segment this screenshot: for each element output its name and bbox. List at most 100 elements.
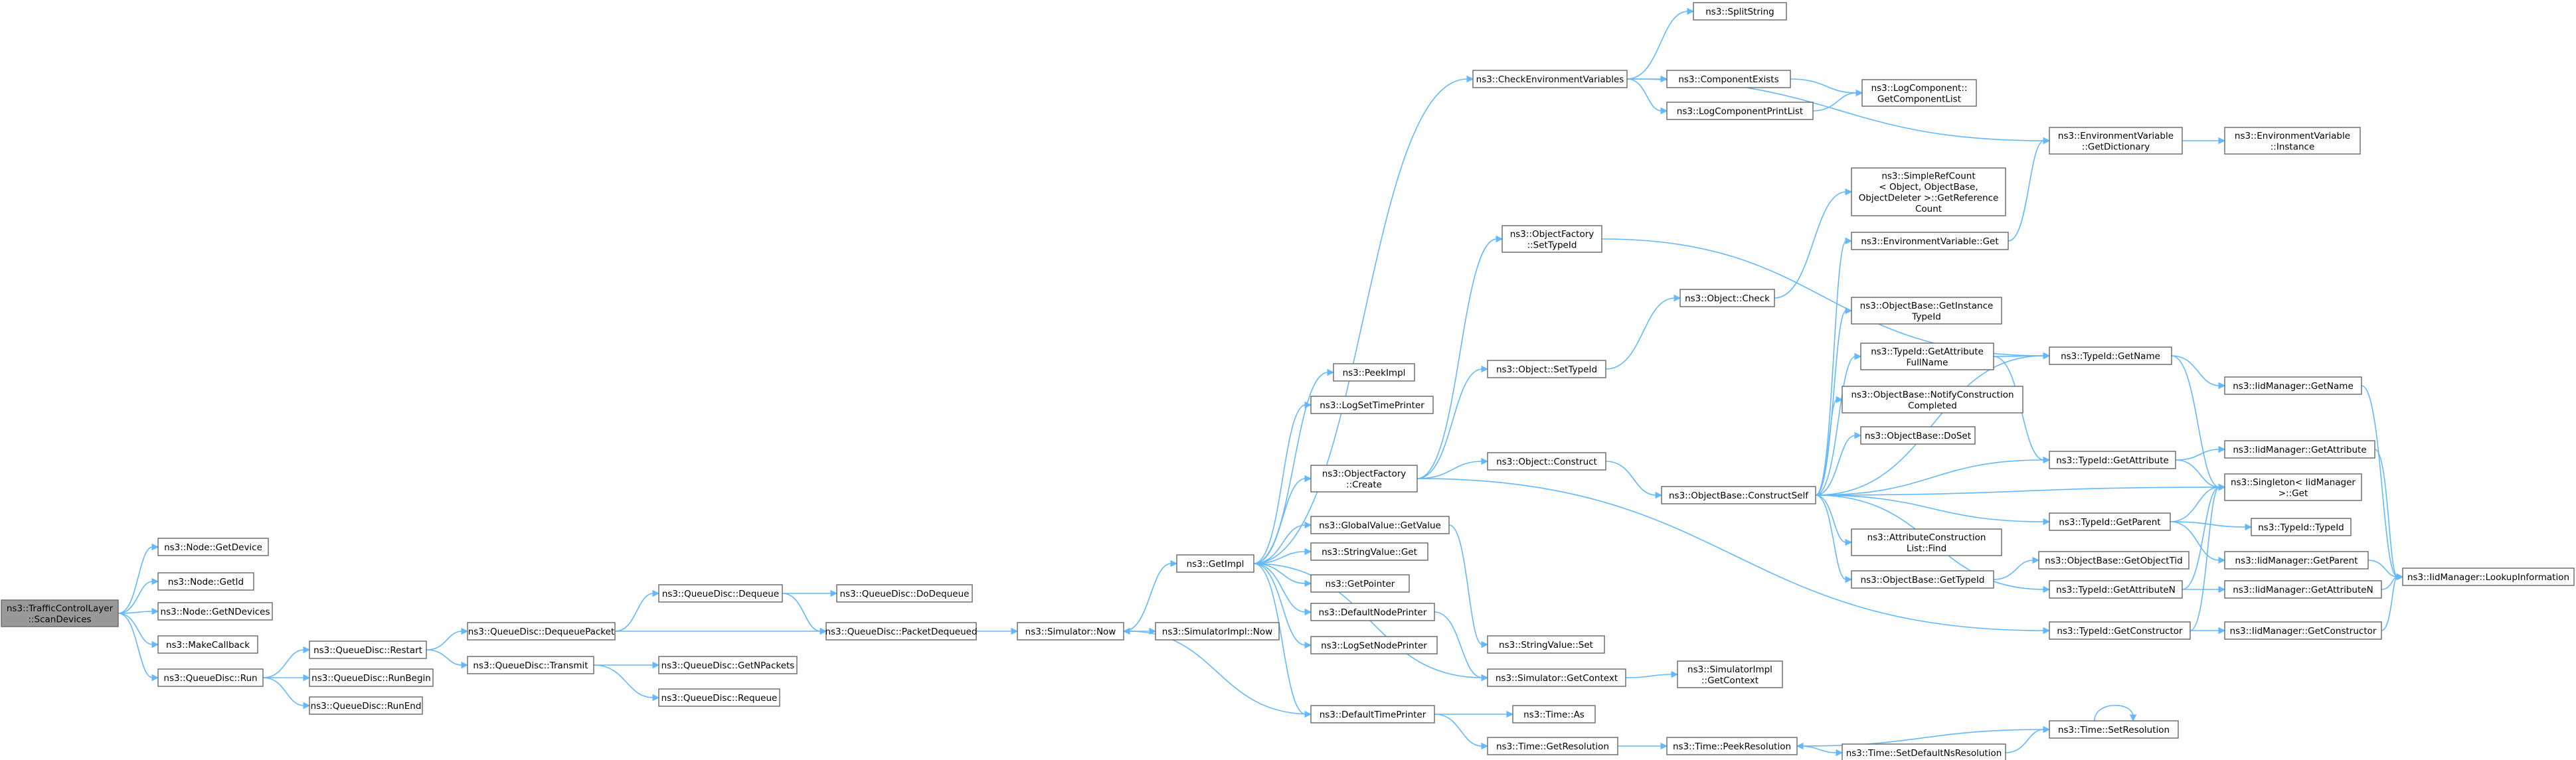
node-obdoset[interactable]: ns3::ObjectBase::DoSet (1860, 426, 1976, 445)
node-box (1310, 574, 1410, 593)
node-box (467, 656, 594, 674)
node-timegetres[interactable]: ns3::Time::GetResolution (1487, 737, 1618, 755)
node-simnow[interactable]: ns3::Simulator::Now (1017, 622, 1124, 641)
node-label: ns3::Object::Check (1685, 293, 1770, 304)
node-timepeekres[interactable]: ns3::Time::PeekResolution (1666, 737, 1798, 755)
node-tidgetname[interactable]: ns3::TypeId::GetName (2049, 346, 2172, 365)
node-box (1310, 705, 1435, 723)
node-box (1333, 363, 1415, 382)
node-qdrunend[interactable]: ns3::QueueDisc::RunEnd (309, 696, 423, 715)
node-label: TypeId (1911, 311, 1941, 322)
node-getdevice[interactable]: ns3::Node::GetDevice (157, 538, 269, 556)
node-label: ns3::TypeId::GetConstructor (2057, 626, 2183, 637)
node-tidgetparent[interactable]: ns3::TypeId::GetParent (2049, 512, 2171, 531)
node-obgettypeid[interactable]: ns3::ObjectBase::GetTypeId (1851, 570, 1994, 589)
node-objsettypeid[interactable]: ns3::Object::SetTypeId (1487, 360, 1606, 378)
node-iidgetname[interactable]: ns3::IidManager::GetName (2224, 376, 2362, 395)
node-timesetdef[interactable]: ns3::Time::SetDefaultNsResolution (1842, 743, 2006, 760)
node-envget[interactable]: ns3::EnvironmentVariable::Get (1851, 232, 2009, 250)
edge-qddeqpkt-qdpktdeq (614, 627, 827, 635)
node-tidtypeid[interactable]: ns3::TypeId::TypeId (2251, 518, 2352, 536)
node-obcself[interactable]: ns3::ObjectBase::ConstructSelf (1661, 486, 1816, 504)
node-label: ns3::EnvironmentVariable (2235, 131, 2350, 141)
node-qdtransmit[interactable]: ns3::QueueDisc::Transmit (467, 656, 594, 674)
node-objconstruct[interactable]: ns3::Object::Construct (1487, 452, 1606, 471)
node-label: ns3::IidManager::GetParent (2235, 556, 2358, 566)
node-peekimpl[interactable]: ns3::PeekImpl (1333, 363, 1415, 382)
node-label: ns3::QueueDisc::Transmit (473, 660, 588, 671)
node-qdpktdeq[interactable]: ns3::QueueDisc::PacketDequeued (825, 622, 978, 641)
node-getpointer[interactable]: ns3::GetPointer (1310, 574, 1410, 593)
node-defnodeprinter[interactable]: ns3::DefaultNodePrinter (1310, 603, 1435, 621)
node-label: ns3::Time::SetDefaultNsResolution (1846, 748, 2002, 759)
node-singletonget[interactable]: ns3::Singleton< IidManager>::Get (2224, 473, 2362, 501)
node-logsettime[interactable]: ns3::LogSetTimePrinter (1310, 396, 1434, 414)
node-simimplgetctx[interactable]: ns3::SimulatorImpl::GetContext (1677, 660, 1783, 688)
node-label: ns3::QueueDisc::GetNPackets (661, 660, 795, 671)
node-getid[interactable]: ns3::Node::GetId (157, 572, 254, 591)
node-splitstring[interactable]: ns3::SplitString (1693, 2, 1787, 21)
node-objcheck[interactable]: ns3::Object::Check (1679, 289, 1775, 307)
node-envinstance[interactable]: ns3::EnvironmentVariable::Instance (2224, 127, 2361, 155)
node-label: ns3::Singleton< IidManager (2231, 477, 2356, 488)
node-iidgetattrn[interactable]: ns3::IidManager::GetAttributeN (2224, 580, 2382, 599)
node-timeas[interactable]: ns3::Time::As (1512, 705, 1596, 723)
node-qddeqpkt[interactable]: ns3::QueueDisc::DequeuePacket (467, 622, 616, 641)
node-qddequeue[interactable]: ns3::QueueDisc::Dequeue (658, 584, 783, 603)
node-qdgetn[interactable]: ns3::QueueDisc::GetNPackets (658, 656, 798, 674)
node-timesetres[interactable]: ns3::Time::SetResolution (2049, 720, 2179, 739)
node-qdrun[interactable]: ns3::QueueDisc::Run (157, 668, 264, 687)
node-simgetctx[interactable]: ns3::Simulator::GetContext (1487, 668, 1626, 687)
node-makecallback[interactable]: ns3::MakeCallback (157, 635, 258, 654)
node-logcompget[interactable]: ns3::LogComponent::GetComponentList (1861, 79, 1977, 107)
node-checkenv[interactable]: ns3::CheckEnvironmentVariables (1472, 70, 1628, 88)
node-label: ns3::IidManager::GetAttribute (2233, 445, 2366, 455)
node-qdrunbegin[interactable]: ns3::QueueDisc::RunBegin (309, 668, 434, 687)
node-box (1310, 516, 1450, 534)
node-ofsettypeid[interactable]: ns3::ObjectFactory::SetTypeId (1502, 225, 1602, 253)
node-qdrequeue[interactable]: ns3::QueueDisc::Requeue (658, 688, 780, 707)
node-iidgetattr[interactable]: ns3::IidManager::GetAttribute (2224, 440, 2375, 459)
node-qddodequeue[interactable]: ns3::QueueDisc::DoDequeue (836, 584, 973, 603)
node-compexists[interactable]: ns3::ComponentExists (1666, 70, 1791, 88)
edge-deftimeprinter-timeas (1434, 710, 1514, 718)
edge-objsettypeid-objcheck (1605, 294, 1681, 370)
node-obnotify[interactable]: ns3::ObjectBase::NotifyConstructionCompl… (1842, 386, 2023, 414)
node-envgetdict[interactable]: ns3::EnvironmentVariable::GetDictionary (2049, 127, 2183, 155)
node-tidgetattrn[interactable]: ns3::TypeId::GetAttributeN (2049, 580, 2183, 599)
node-box (1017, 622, 1124, 641)
node-iidgetctor[interactable]: ns3::IidManager::GetConstructor (2224, 621, 2382, 640)
node-box (2049, 621, 2191, 640)
edge-simgetctx-simimplgetctx (1625, 670, 1679, 678)
node-box (309, 668, 434, 687)
node-box (1310, 465, 1418, 493)
node-label: ::GetDictionary (2082, 141, 2150, 152)
node-iidlookup[interactable]: ns3::IidManager::LookupInformation (2402, 568, 2575, 586)
edge-obcself-tidgetattr (1815, 456, 2051, 496)
node-gvgetvalue[interactable]: ns3::GlobalValue::GetValue (1310, 516, 1450, 534)
node-simplerefcount[interactable]: ns3::SimpleRefCount< Object, ObjectBase,… (1851, 167, 2006, 216)
node-label: ns3::MakeCallback (166, 640, 250, 650)
node-obgetobjtid[interactable]: ns3::ObjectBase::GetObjectTid (2038, 551, 2190, 570)
node-svset[interactable]: ns3::StringValue::Set (1487, 635, 1605, 654)
node-tidgetctor[interactable]: ns3::TypeId::GetConstructor (2049, 621, 2191, 640)
edge-obcself-tidgetattrfull (1815, 352, 1862, 496)
node-root[interactable]: ns3::TrafficControlLayer::ScanDevices (1, 599, 119, 627)
node-deftimeprinter[interactable]: ns3::DefaultTimePrinter (1310, 705, 1435, 723)
node-logcompprint[interactable]: ns3::LogComponentPrintList (1666, 102, 1814, 120)
node-box (1851, 528, 2002, 556)
node-getimpl[interactable]: ns3::GetImpl (1176, 554, 1254, 573)
node-iidgetparent[interactable]: ns3::IidManager::GetParent (2224, 551, 2369, 570)
node-svget[interactable]: ns3::StringValue::Get (1310, 542, 1428, 561)
node-ofcreate[interactable]: ns3::ObjectFactory::Create (1310, 465, 1418, 493)
edge-qdrestart-qdtransmit (426, 649, 469, 669)
node-qdrestart[interactable]: ns3::QueueDisc::Restart (309, 641, 427, 659)
edge-root-getid (118, 577, 159, 614)
node-tidgetattr[interactable]: ns3::TypeId::GetAttribute (2049, 451, 2176, 469)
node-logsetnode[interactable]: ns3::LogSetNodePrinter (1310, 636, 1438, 654)
node-getndevices[interactable]: ns3::Node::GetNDevices (157, 602, 273, 621)
node-simimplnow[interactable]: ns3::SimulatorImpl::Now (1155, 622, 1280, 641)
